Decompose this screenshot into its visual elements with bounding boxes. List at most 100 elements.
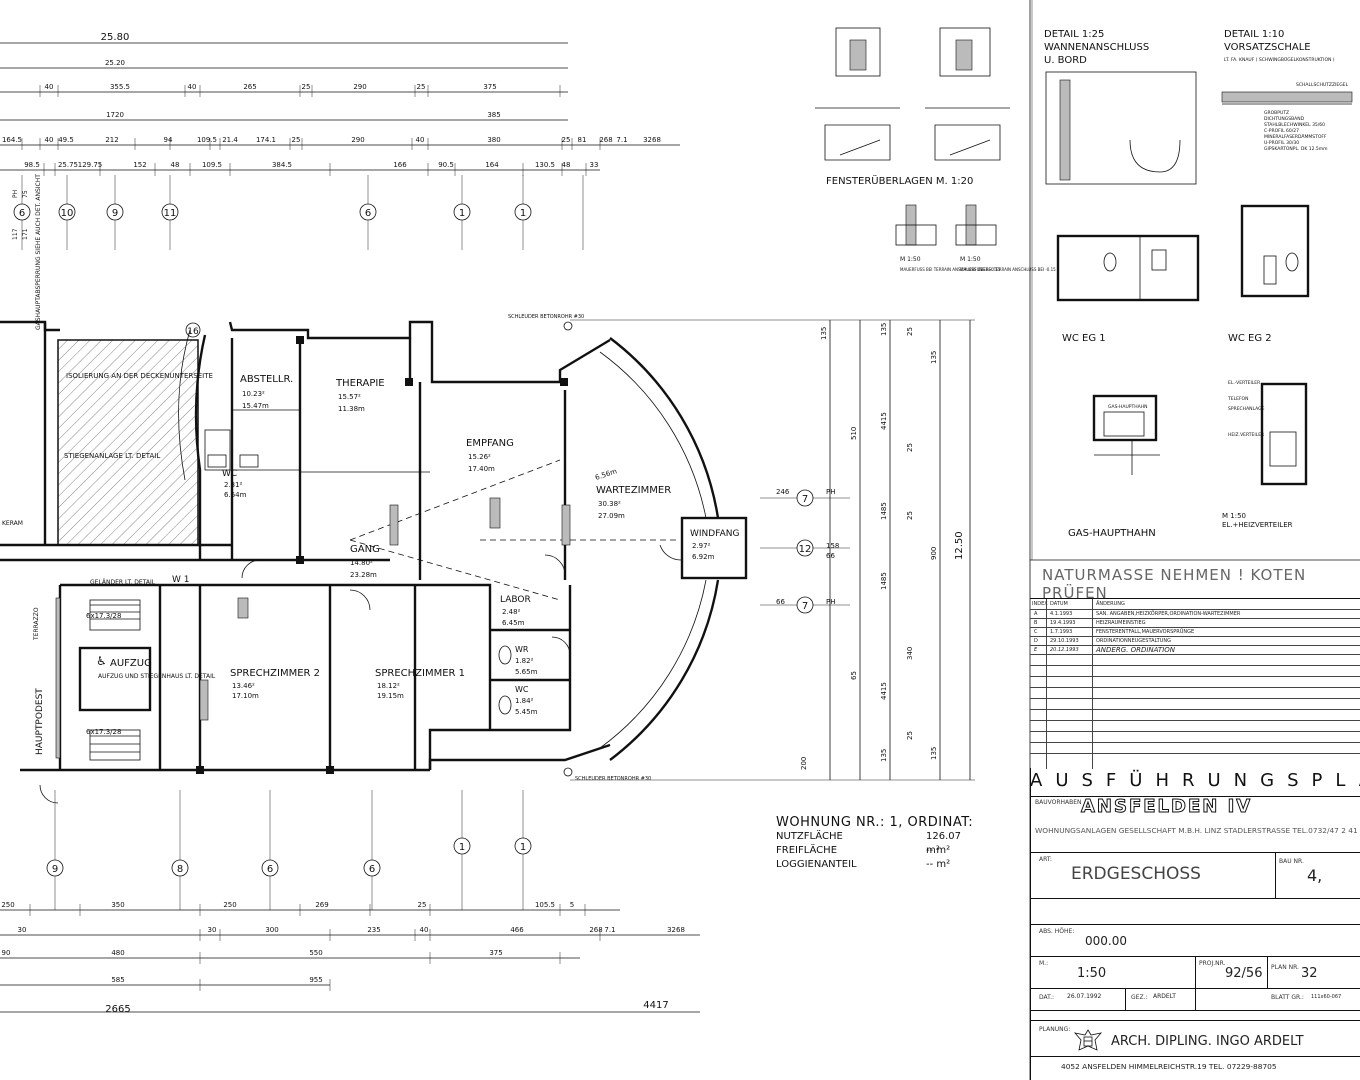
note: GASHAUPTABSPERRUNG SIEHE AUCH DET. ANSIC… <box>35 174 42 330</box>
room-name: ABSTELLR. <box>240 374 293 385</box>
room-perim: 17.40m <box>468 465 495 473</box>
dim-label: 355.5 <box>110 83 130 91</box>
note: AUFZUG UND STIEGENHAUS LT. DETAIL <box>98 673 216 680</box>
room-perim: 17.10m <box>232 692 259 700</box>
bau-label: BAU NR. <box>1279 858 1304 865</box>
detail-scale: M 1:50 <box>960 256 981 263</box>
rev-date: 29.10.1993 <box>1050 638 1079 644</box>
room-name: AUFZUG <box>110 658 152 669</box>
detail-note: LT. FA. KNAUF ( SCHWINGBÜGELKONSTRUKTION… <box>1224 56 1335 63</box>
top-dimension-chains: 25.80 25.20 40 355.5 40 265 25 290 25 37… <box>0 32 680 176</box>
dim-label: 135 <box>880 323 888 336</box>
rev-date: 1.7.1993 <box>1050 629 1073 635</box>
dim-label: 94 <box>164 136 173 144</box>
dim-label: 40 <box>416 136 425 144</box>
pillar-label: PH <box>826 488 836 496</box>
rev-index: D <box>1034 638 1038 644</box>
axis-marker: 7 <box>802 601 808 612</box>
dim-label: 290 <box>353 83 366 91</box>
pillar-label: 75 <box>22 190 29 198</box>
axis-marker: 6 <box>19 208 25 219</box>
dim-label: 30 <box>208 926 217 934</box>
summary-row: NUTZFLÄCHE 126.07 m² <box>776 830 973 856</box>
room-area: 2.48² <box>502 608 521 616</box>
detail-note: MAUERFUSS BEI TERRAIN ANSCHLUSS ÜBER -0.… <box>900 267 1001 272</box>
rev-text: FENSTERENTFALL,MAUERVORSPRÜNGE <box>1096 629 1195 635</box>
rev-text: ORDINATIONNEUGESTALTUNG <box>1096 638 1171 644</box>
dim-label: 40 <box>45 136 54 144</box>
revision-table: INDEX DATUM ÄNDERUNG A 4.1.1993 SAN. ANG… <box>1030 598 1360 769</box>
unit-summary: WOHNUNG NR.: 1, ORDINAT: NUTZFLÄCHE 126.… <box>776 816 973 872</box>
abs-height: 000.00 <box>1085 934 1127 948</box>
pillar-label: 171 <box>22 228 29 240</box>
room-name: LABOR <box>500 595 531 605</box>
note: W 1 <box>172 575 190 585</box>
note: STIEGENANLAGE LT. DETAIL <box>64 452 160 460</box>
dim-label: 7.1 <box>604 926 615 934</box>
note: 6x17.3/28 <box>86 612 121 620</box>
dim-label: 49.5 <box>58 136 74 144</box>
room-area: 30.38² <box>598 500 621 508</box>
axis-marker: 1 <box>459 208 465 219</box>
rev-index: A <box>1034 611 1038 617</box>
plannr-label: PLAN NR. <box>1271 964 1299 971</box>
note: ISOLIERUNG AN DER DECKENUNTERSEITE <box>66 372 213 380</box>
axis-marker: 11 <box>164 208 177 219</box>
room-perim: 15.47m <box>242 402 269 410</box>
dim-label: 164 <box>485 161 499 169</box>
planung-label: PLANUNG: <box>1039 1026 1071 1033</box>
dim-label: 246 <box>776 488 790 496</box>
dim-label: 585 <box>111 976 124 984</box>
dim-label: 480 <box>111 949 124 957</box>
room-area: 1.84² <box>515 697 534 705</box>
dim-label: 466 <box>510 926 524 934</box>
title-block: BAUVORHABEN ANSFELDEN IV WOHNUNGSANLAGEN… <box>1030 768 1360 1080</box>
dim-label: 268 <box>589 926 602 934</box>
layer-label: SCHALLSCHUTZZIEGEL <box>1296 82 1349 88</box>
dim-label: 135 <box>820 327 828 340</box>
dim-label: 98.5 <box>24 161 40 169</box>
axis-marker: 9 <box>52 864 58 875</box>
dim-label: 25 <box>906 731 914 740</box>
rev-text: SAN. ANGABEN,HEIZKÖRPER,ORDINATION-WARTE… <box>1096 611 1241 617</box>
dim-label: 25.80 <box>101 32 130 43</box>
projnr-label: PROJ.NR. <box>1199 960 1226 967</box>
plan-notes: GASHAUPTABSPERRUNG SIEHE AUCH DET. ANSIC… <box>2 174 651 782</box>
axis-marker: 1 <box>459 842 465 853</box>
room-name: WR <box>515 645 529 654</box>
rev-date: 4.1.1993 <box>1050 611 1073 617</box>
axis-marker: 6 <box>267 864 273 875</box>
date: 26.07.1992 <box>1067 993 1102 1000</box>
fenster-details: FENSTERÜBERLAGEN M. 1:20 M 1:50 MAUERFUS… <box>815 27 1056 272</box>
dim-label: 510 <box>850 427 858 440</box>
dim-label: 12.50 <box>954 531 965 560</box>
dim-label: 66 <box>826 552 835 560</box>
room-name: SPRECHZIMMER 1 <box>375 668 465 679</box>
pillar-label: PH <box>826 598 836 606</box>
field-check-note: NATURMASSE NEHMEN ! KOTEN PRÜFEN <box>1042 566 1307 602</box>
bau-nr: 4, <box>1307 866 1323 885</box>
room-area: 2.97² <box>692 542 711 550</box>
dim-label: 4415 <box>880 412 888 430</box>
layer-label: U-PROFIL 30/30 <box>1264 140 1299 146</box>
dim-label: 1485 <box>880 502 888 520</box>
detail-title: DETAIL 1:25 <box>1044 29 1104 40</box>
date-label: DAT.: <box>1039 994 1055 1001</box>
axis-marker: 6 <box>365 208 371 219</box>
bauvorhaben-label: BAUVORHABEN <box>1035 799 1082 806</box>
axis-marker: 7 <box>802 494 808 505</box>
dim-label: 375 <box>483 83 496 91</box>
dim-label: 200 <box>800 757 808 770</box>
room-perim: 5.65m <box>515 668 538 676</box>
rev-text: ÄNDERG. ORDINATION <box>1096 646 1176 654</box>
dim-label: 380 <box>487 136 500 144</box>
dim-label: 300 <box>265 926 278 934</box>
room-name: SPRECHZIMMER 2 <box>230 668 320 679</box>
room-perim: 27.09m <box>598 512 625 520</box>
plan-nr: 32 <box>1301 966 1318 981</box>
wheelchair-icon: ♿ <box>96 654 107 668</box>
dim-label: 81 <box>578 136 587 144</box>
dim-label: 269 <box>315 901 328 909</box>
rev-index: C <box>1034 629 1038 635</box>
